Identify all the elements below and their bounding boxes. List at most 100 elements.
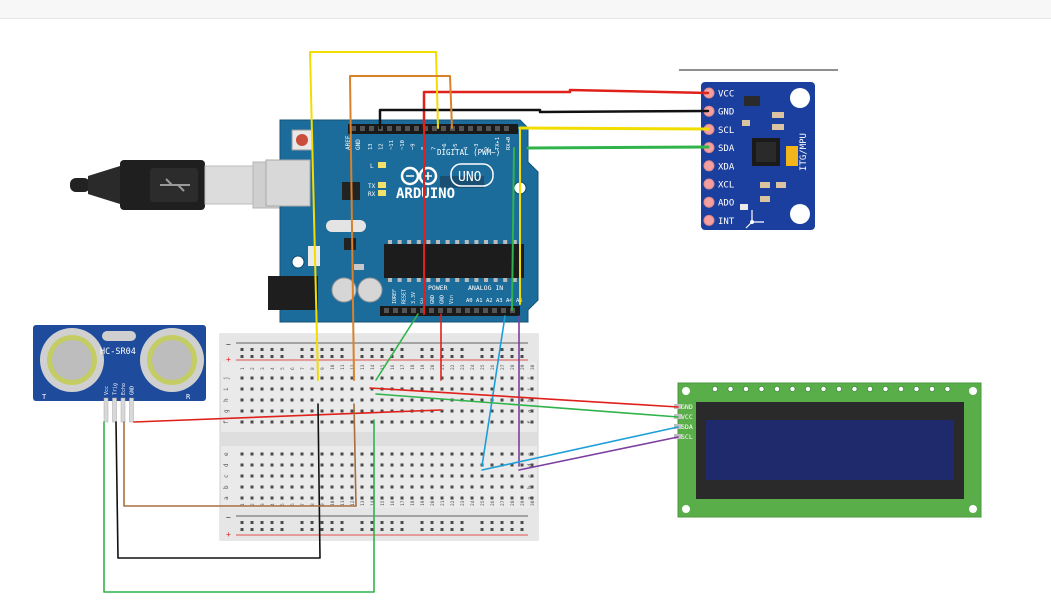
column-number: 4 bbox=[270, 367, 276, 370]
rail-hole bbox=[380, 521, 384, 524]
breadboard-hole bbox=[390, 474, 394, 478]
breadboard-hole bbox=[460, 463, 464, 467]
breadboard-hole bbox=[480, 376, 484, 380]
wire-mpu-sda bbox=[526, 145, 710, 150]
sensor-pin[interactable] bbox=[120, 397, 126, 423]
header-hole bbox=[396, 126, 401, 131]
lcd-header-hole bbox=[944, 386, 951, 392]
breadboard-hole bbox=[260, 387, 264, 391]
breadboard-hole bbox=[430, 387, 434, 391]
chip-pin bbox=[474, 240, 479, 244]
rail-hole bbox=[300, 528, 304, 531]
breadboard-hole bbox=[380, 376, 384, 380]
column-number: 30 bbox=[530, 500, 536, 506]
digital-pin-label: 12 bbox=[379, 143, 385, 150]
mpu-pin[interactable] bbox=[703, 178, 715, 190]
breadboard-hole bbox=[390, 398, 394, 402]
breadboard-hole bbox=[500, 398, 504, 402]
breadboard-hole bbox=[400, 485, 404, 489]
breadboard-hole bbox=[320, 485, 324, 489]
breadboard-hole bbox=[360, 409, 364, 413]
breadboard-hole bbox=[480, 420, 484, 424]
breadboard-hole bbox=[380, 409, 384, 413]
lcd-header-hole bbox=[836, 386, 842, 392]
rail-hole bbox=[420, 348, 424, 351]
breadboard-hole bbox=[340, 387, 344, 391]
mpu-pin[interactable] bbox=[703, 214, 715, 226]
breadboard-hole bbox=[480, 452, 484, 456]
header-hole bbox=[447, 308, 452, 313]
row-letter: i bbox=[527, 387, 534, 391]
arduino-logo-text: ARDUINO bbox=[396, 186, 455, 202]
breadboard-hole bbox=[390, 485, 394, 489]
mpu-pin[interactable] bbox=[703, 160, 715, 172]
breadboard-hole bbox=[290, 485, 294, 489]
breadboard-hole bbox=[480, 496, 484, 500]
chip-pin bbox=[503, 240, 508, 244]
breadboard-hole bbox=[350, 376, 354, 380]
rail-hole bbox=[310, 521, 314, 524]
breadboard-hole bbox=[260, 420, 264, 424]
rail-minus-bottom: − bbox=[226, 513, 231, 522]
breadboard-hole bbox=[440, 485, 444, 489]
row-letter: f bbox=[223, 420, 230, 424]
column-number: 10 bbox=[330, 364, 336, 370]
chip-pin bbox=[455, 278, 460, 282]
breadboard-hole bbox=[310, 463, 314, 467]
breadboard-hole bbox=[280, 474, 284, 478]
mpu-pin[interactable] bbox=[703, 196, 715, 208]
rail-hole bbox=[440, 348, 444, 351]
rail-hole bbox=[460, 528, 464, 531]
header-hole bbox=[411, 308, 416, 313]
breadboard-hole bbox=[380, 474, 384, 478]
breadboard-hole bbox=[450, 474, 454, 478]
column-number: 5 bbox=[280, 367, 286, 370]
breadboard-hole bbox=[350, 387, 354, 391]
wire-mpu-vcc bbox=[422, 88, 710, 130]
breadboard-hole bbox=[500, 496, 504, 500]
breadboard-hole bbox=[420, 398, 424, 402]
sensor-pin[interactable] bbox=[112, 397, 117, 423]
rail-minus-top: − bbox=[226, 340, 231, 349]
mpu-pin-label: SCL bbox=[718, 126, 734, 136]
sensor-pin-label: Vcc bbox=[104, 386, 110, 395]
column-number: 30 bbox=[530, 364, 536, 370]
rail-hole bbox=[490, 521, 494, 524]
rail-hole bbox=[440, 521, 444, 524]
breadboard-hole bbox=[340, 485, 344, 489]
breadboard-hole bbox=[400, 452, 404, 456]
breadboard-hole bbox=[500, 409, 504, 413]
column-number: 18 bbox=[410, 364, 416, 370]
breadboard-hole bbox=[380, 398, 384, 402]
rx-label: RX bbox=[368, 191, 376, 198]
sensor-pin[interactable] bbox=[103, 397, 109, 423]
rail-hole bbox=[490, 348, 494, 351]
breadboard-hole bbox=[300, 420, 304, 424]
digital-pin-label: ~6 bbox=[442, 143, 448, 150]
sensor-pin[interactable] bbox=[129, 397, 134, 423]
row-letter: d bbox=[223, 463, 230, 467]
breadboard-hole bbox=[360, 420, 364, 424]
lcd-header-hole bbox=[774, 386, 780, 392]
rail-hole bbox=[260, 528, 264, 531]
header-hole bbox=[393, 308, 398, 313]
breadboard-hole bbox=[420, 474, 424, 478]
column-number: 14 bbox=[370, 364, 376, 370]
reset-button[interactable] bbox=[296, 134, 308, 146]
rail-hole bbox=[370, 528, 374, 531]
column-number: 16 bbox=[390, 500, 396, 506]
breadboard-hole bbox=[480, 474, 484, 478]
breadboard-hole bbox=[290, 376, 294, 380]
breadboard-hole bbox=[450, 420, 454, 424]
breadboard-hole bbox=[420, 485, 424, 489]
breadboard-hole bbox=[290, 420, 294, 424]
axis-icon bbox=[745, 210, 764, 229]
chip-pin bbox=[436, 278, 440, 282]
digital-pin-label: 4 bbox=[463, 146, 469, 150]
row-letter: b bbox=[527, 485, 534, 489]
